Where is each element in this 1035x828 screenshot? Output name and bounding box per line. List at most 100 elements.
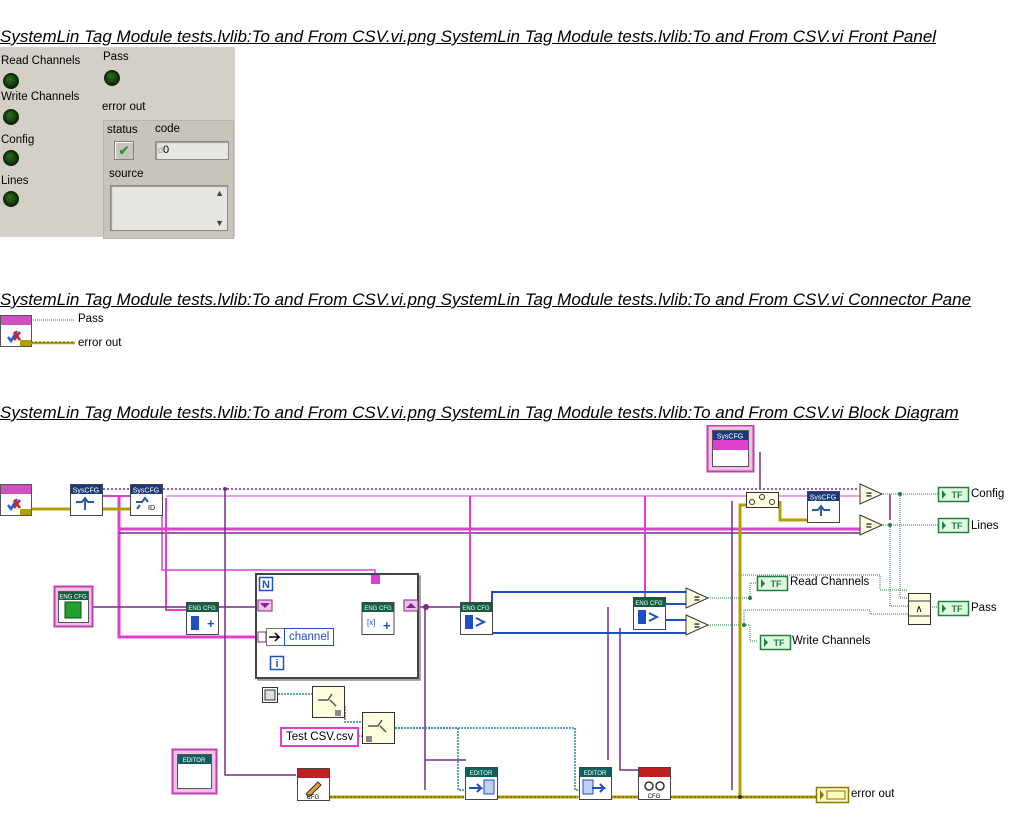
read-channels-led[interactable]: [3, 73, 19, 89]
svg-text:+: +: [383, 618, 391, 633]
lines-label: Lines: [1, 175, 29, 187]
build-path-node-1[interactable]: [312, 686, 345, 718]
cfg-close-node[interactable]: CFG: [638, 767, 671, 801]
tf-indicator-pass[interactable]: TF: [937, 600, 970, 617]
source-label: source: [109, 168, 144, 180]
equals-node-lines[interactable]: =: [859, 514, 884, 536]
svg-text:EDITOR: EDITOR: [183, 758, 206, 764]
tf-indicator-read-channels[interactable]: TF: [756, 575, 789, 592]
equals-node-read[interactable]: =: [685, 587, 710, 609]
syscfg-constant[interactable]: SysCFG: [706, 425, 755, 473]
connector-pane-diagram: [0, 315, 75, 347]
svg-text:ENG CFG: ENG CFG: [635, 601, 663, 607]
svg-text:EDITOR: EDITOR: [584, 771, 607, 777]
error-out-label: error out: [102, 101, 146, 113]
svg-text:ENG CFG: ENG CFG: [188, 606, 216, 612]
pass-led[interactable]: [104, 70, 120, 86]
svg-text:TF: TF: [952, 521, 963, 531]
source-field[interactable]: ▲ ▼: [110, 185, 228, 231]
svg-text:i: i: [275, 658, 278, 670]
bd-write-channels-label: Write Channels: [792, 635, 871, 647]
svg-text:[x]: [x]: [367, 618, 375, 627]
editor-export-node[interactable]: EDITOR: [465, 767, 498, 800]
svg-text:=: =: [694, 594, 700, 605]
block-diagram-title: SystemLin Tag Module tests.lvlib:To and …: [0, 403, 959, 422]
syscfg-id-node[interactable]: SysCFG ID: [130, 484, 163, 516]
code-radix: d: [158, 145, 164, 155]
engcfg-constant[interactable]: ENG CFG: [53, 585, 94, 628]
bd-config-label: Config: [971, 488, 1005, 500]
x-icon: [13, 331, 21, 341]
teal-wires: [278, 693, 580, 791]
engcfg-get-channels-node[interactable]: ENG CFG: [460, 602, 493, 635]
write-channels-label: Write Channels: [1, 91, 80, 103]
equals-node-config[interactable]: =: [859, 483, 884, 505]
cp-pass-label: Pass: [78, 313, 104, 325]
svg-text:EDITOR: EDITOR: [470, 771, 493, 777]
svg-text:SysCFG: SysCFG: [810, 495, 836, 502]
tf-indicator-write-channels[interactable]: TF: [759, 634, 792, 651]
svg-text:=: =: [866, 521, 872, 532]
error-wires: [31, 501, 816, 799]
channel-arrow: [266, 628, 285, 646]
svg-text:=: =: [694, 621, 700, 632]
cp-error-out-label: error out: [78, 337, 122, 349]
check-icon: ✔: [118, 142, 130, 158]
pass-label: Pass: [103, 51, 129, 63]
block-diagram: SysCFG SysCFG ID SysCFG ENG CFG ENG CFG …: [0, 425, 970, 804]
code-value: 0: [163, 144, 170, 156]
cfg-new-node[interactable]: CFG: [297, 768, 330, 802]
status-indicator[interactable]: ✔: [114, 141, 134, 160]
lines-led[interactable]: [3, 191, 19, 207]
front-panel-title: SystemLin Tag Module tests.lvlib:To and …: [0, 27, 937, 46]
syscfg-read-node[interactable]: SysCFG: [807, 491, 840, 523]
engcfg-get-channels-node-2[interactable]: ENG CFG: [633, 597, 666, 630]
and-node[interactable]: ∧: [908, 593, 931, 625]
svg-text:TF: TF: [771, 579, 782, 589]
svg-text:SysCFG: SysCFG: [73, 488, 99, 495]
write-channels-led[interactable]: [3, 109, 19, 125]
config-led[interactable]: [3, 150, 19, 166]
channel-constant[interactable]: channel: [284, 628, 335, 646]
error-out-indicator[interactable]: [815, 786, 850, 804]
merge-node[interactable]: [746, 492, 779, 508]
svg-text:=: =: [866, 490, 872, 501]
svg-text:ENG CFG: ENG CFG: [364, 606, 392, 612]
syscfg-open-node[interactable]: SysCFG: [70, 484, 103, 516]
input-vi-icon[interactable]: [0, 484, 32, 516]
engcfg-add-node[interactable]: ENG CFG +: [186, 602, 219, 635]
tf-indicator-config[interactable]: TF: [937, 486, 970, 503]
svg-text:ID: ID: [148, 505, 155, 512]
file-name-constant[interactable]: Test CSV.csv: [280, 727, 360, 747]
for-loop[interactable]: N i ENG CFG [x] +: [255, 573, 421, 681]
read-channels-label: Read Channels: [1, 55, 81, 67]
vi-icon-banner: [1, 316, 31, 325]
tf-indicator-lines[interactable]: TF: [937, 517, 970, 534]
svg-text:ENG CFG: ENG CFG: [59, 595, 87, 601]
svg-text:N: N: [262, 579, 270, 591]
scroll-down-icon[interactable]: ▼: [215, 218, 224, 228]
front-panel: Read Channels Write Channels Config Line…: [0, 47, 235, 239]
svg-text:SysCFG: SysCFG: [133, 488, 159, 495]
code-field[interactable]: d0: [155, 141, 229, 160]
status-label: status: [107, 124, 138, 136]
wire-junctions: [223, 487, 902, 799]
scroll-up-icon[interactable]: ▲: [215, 188, 224, 198]
svg-text:∧: ∧: [915, 604, 922, 615]
editor-import-node[interactable]: EDITOR: [579, 767, 612, 800]
svg-text:ENG CFG: ENG CFG: [462, 606, 490, 612]
svg-text:TF: TF: [952, 604, 963, 614]
svg-text:TF: TF: [774, 638, 785, 648]
path-constant[interactable]: [262, 687, 278, 703]
editor-constant[interactable]: EDITOR: [171, 748, 218, 795]
config-label: Config: [1, 134, 35, 146]
bd-pass-label: Pass: [971, 602, 997, 614]
svg-text:CFG: CFG: [307, 795, 320, 801]
build-path-node-2[interactable]: [362, 712, 395, 744]
svg-text:SysCFG: SysCFG: [717, 434, 743, 441]
equals-node-write[interactable]: =: [685, 614, 710, 636]
code-label: code: [155, 123, 180, 135]
error-terminal: [20, 340, 31, 346]
bd-error-out-label: error out: [851, 788, 895, 800]
svg-text:+: +: [207, 616, 215, 631]
